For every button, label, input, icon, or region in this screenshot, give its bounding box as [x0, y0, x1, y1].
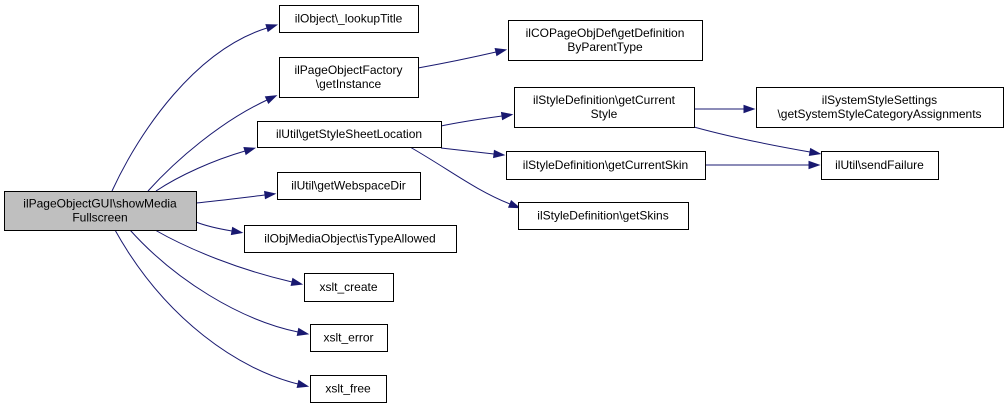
- node-box: [277, 172, 421, 200]
- node-label: xslt_free: [325, 382, 371, 396]
- node-label: \getSystemStyleCategoryAssignments: [777, 107, 981, 121]
- node-box: [4, 191, 197, 231]
- edge-line: [154, 229, 293, 283]
- arrowhead-icon: [493, 149, 506, 159]
- node-page-factory[interactable]: ilPageObjectFactory\getInstance: [279, 57, 419, 98]
- edge-line: [195, 221, 233, 232]
- node-box: [279, 5, 419, 33]
- node-box: [279, 57, 419, 98]
- arrowhead-icon: [290, 277, 304, 286]
- edge-page_factory-to-copage_def: [417, 48, 508, 69]
- edge-line: [440, 147, 495, 155]
- arrowhead-icon: [494, 48, 508, 57]
- node-label: ilStyleDefinition\getCurrent: [533, 93, 676, 107]
- node-box: [310, 375, 387, 403]
- node-stylesheet-loc[interactable]: ilUtil\getStyleSheetLocation: [257, 121, 442, 148]
- node-label: ilObjMediaObject\isTypeAllowed: [264, 232, 435, 246]
- node-label: ilSystemStyleSettings: [822, 93, 937, 107]
- edge-stylesheet_loc-to-current_skin: [440, 147, 506, 159]
- edge-line: [409, 146, 511, 205]
- edge-line: [129, 229, 299, 333]
- edge-current_style-to-send_failure: [693, 126, 822, 157]
- edge-root-to-page_factory: [147, 95, 278, 192]
- arrowhead-icon: [265, 24, 279, 33]
- arrowhead-icon: [243, 147, 257, 156]
- node-label: ilUtil\sendFailure: [835, 158, 924, 172]
- node-label: Style: [591, 107, 618, 121]
- node-label: Fullscreen: [72, 211, 127, 225]
- node-get-skins[interactable]: ilStyleDefinition\getSkins: [518, 202, 689, 230]
- node-label: ilUtil\getStyleSheetLocation: [276, 127, 422, 141]
- arrowhead-icon: [808, 147, 822, 157]
- node-box: [304, 273, 394, 302]
- node-label: ilStyleDefinition\getSkins: [537, 209, 668, 223]
- node-box: [518, 202, 689, 230]
- edge-line: [147, 99, 268, 192]
- edge-line: [440, 115, 503, 127]
- node-system-style[interactable]: ilSystemStyleSettings\getSystemStyleCate…: [756, 87, 1004, 128]
- node-label: ilPageObjectGUI\showMedia: [23, 197, 177, 211]
- arrowhead-icon: [296, 327, 310, 336]
- node-label: xslt_create: [319, 280, 377, 294]
- edge-root-to-webspace_dir: [195, 190, 277, 204]
- arrowhead-icon: [230, 226, 244, 236]
- edge-line: [114, 229, 299, 385]
- edge-current_style-to-system_style: [694, 104, 756, 114]
- arrowhead-icon: [743, 104, 756, 114]
- edge-line: [111, 27, 268, 192]
- node-label: xslt_error: [323, 331, 373, 345]
- edge-stylesheet_loc-to-get_skins: [409, 146, 521, 209]
- edge-stylesheet_loc-to-current_style: [440, 111, 514, 127]
- edge-root-to-media_allowed: [195, 221, 244, 236]
- arrowhead-icon: [264, 95, 278, 105]
- node-lookup-title[interactable]: ilObject\_lookupTitle: [279, 5, 419, 33]
- node-box: [506, 151, 706, 180]
- node-box: [257, 121, 442, 148]
- node-xslt-free[interactable]: xslt_free: [310, 375, 387, 403]
- arrowhead-icon: [507, 199, 521, 209]
- edge-root-to-lookup_title: [111, 24, 279, 192]
- node-box: [821, 151, 939, 180]
- node-webspace-dir[interactable]: ilUtil\getWebspaceDir: [277, 172, 421, 200]
- edge-line: [693, 126, 811, 153]
- edge-line: [195, 194, 266, 204]
- edge-root-to-xslt_error: [129, 229, 310, 336]
- node-xslt-create[interactable]: xslt_create: [304, 273, 394, 302]
- node-label: \getInstance: [316, 77, 382, 91]
- arrowhead-icon: [808, 160, 821, 170]
- arrowhead-icon: [500, 111, 514, 121]
- node-current-skin[interactable]: ilStyleDefinition\getCurrentSkin: [506, 151, 706, 180]
- node-label: ByParentType: [567, 40, 643, 54]
- node-label: ilUtil\getWebspaceDir: [291, 179, 406, 193]
- node-xslt-error[interactable]: xslt_error: [310, 324, 388, 352]
- node-media-allowed[interactable]: ilObjMediaObject\isTypeAllowed: [244, 225, 457, 253]
- node-label: ilCOPageObjDef\getDefinition: [526, 26, 685, 40]
- node-box: [514, 87, 695, 128]
- node-label: ilStyleDefinition\getCurrentSkin: [523, 158, 688, 172]
- node-box: [310, 324, 388, 352]
- node-box: [508, 20, 703, 61]
- edges-layer: [111, 24, 822, 388]
- edge-root-to-xslt_free: [114, 229, 310, 388]
- arrowhead-icon: [264, 190, 277, 200]
- edge-root-to-stylesheet_loc: [155, 147, 257, 192]
- node-label: ilPageObjectFactory: [294, 63, 402, 77]
- edge-root-to-xslt_create: [154, 229, 304, 286]
- node-box: [244, 225, 457, 253]
- node-send-failure[interactable]: ilUtil\sendFailure: [821, 151, 939, 180]
- edge-current_skin-to-send_failure: [705, 160, 821, 170]
- node-box: [756, 87, 1004, 128]
- edge-line: [417, 51, 497, 69]
- edge-line: [155, 150, 246, 192]
- arrowhead-icon: [296, 379, 310, 388]
- node-label: ilObject\_lookupTitle: [295, 12, 403, 26]
